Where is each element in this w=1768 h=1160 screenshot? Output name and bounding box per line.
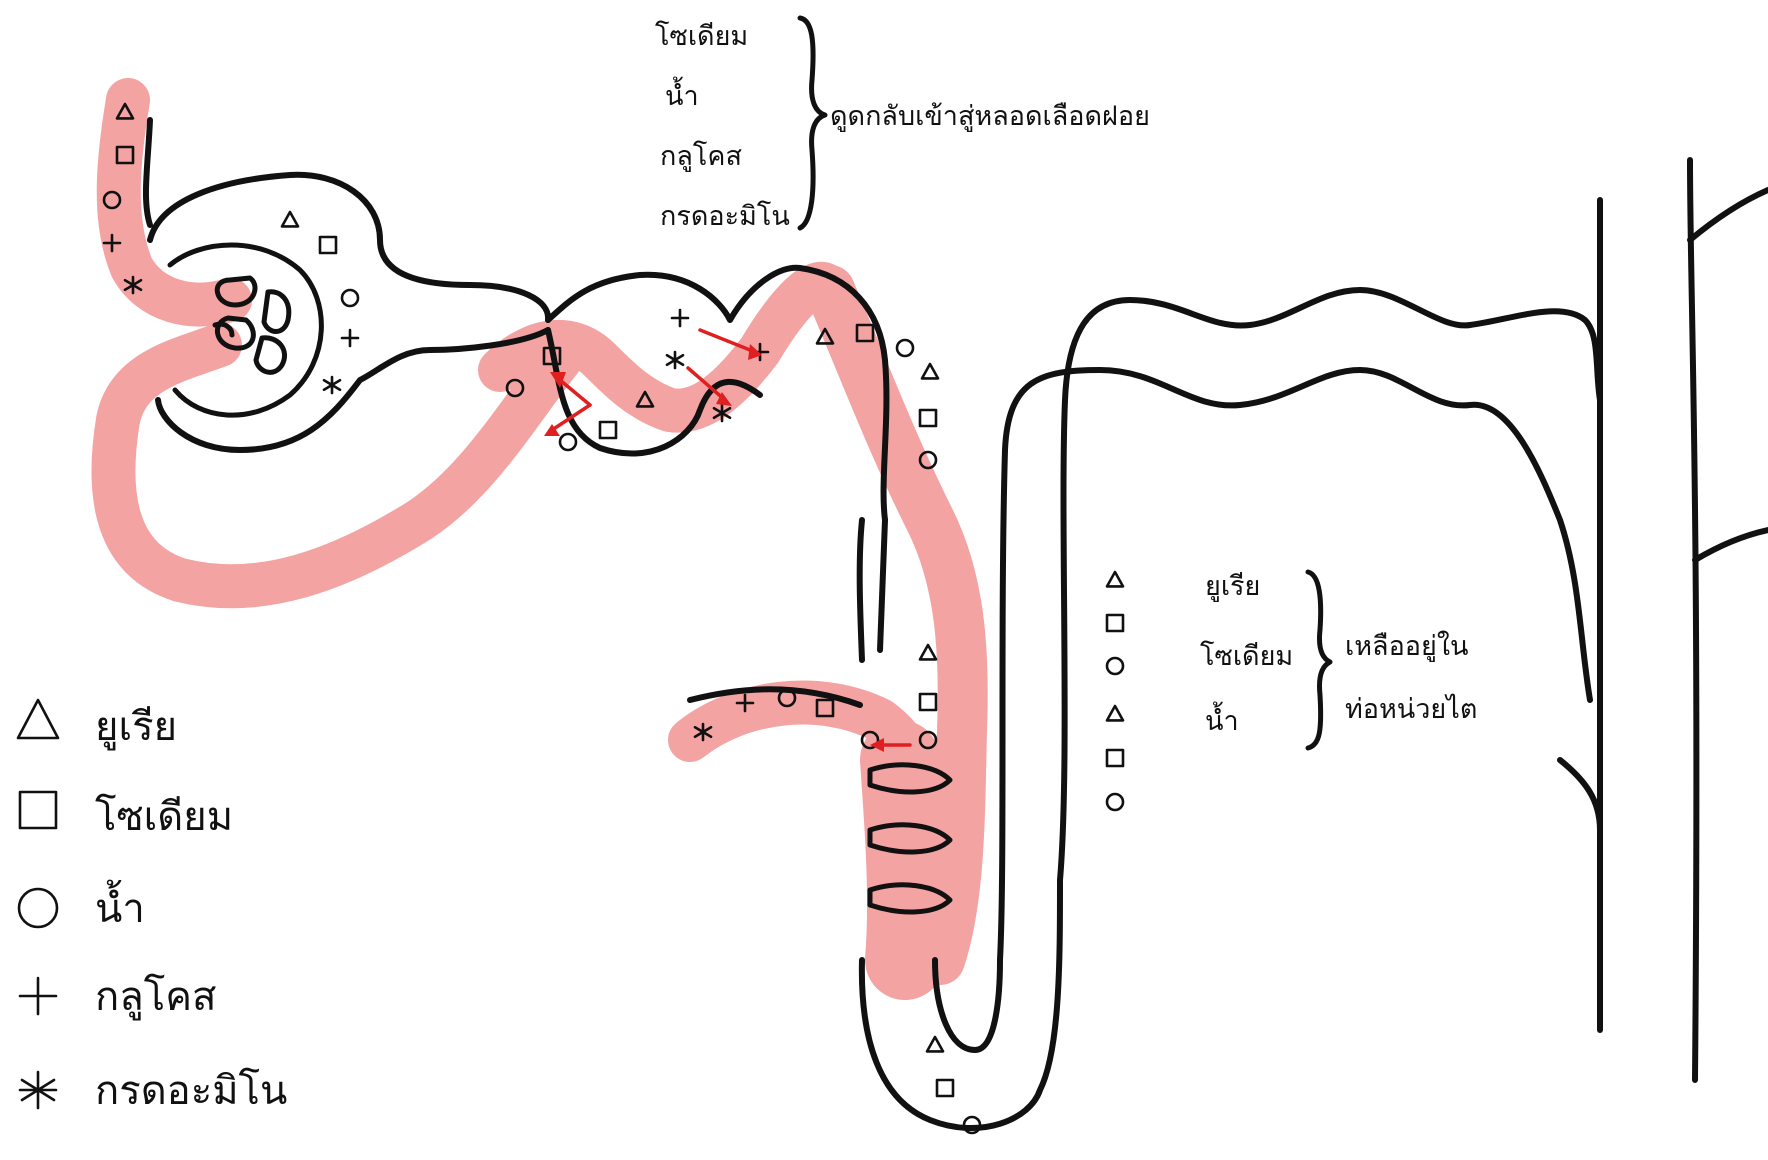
triangle-icon [920, 645, 936, 659]
legend-item-sodium: โซเดียม [20, 792, 233, 840]
asterisk-icon [667, 352, 683, 368]
remaining-item-water: น้ำ [1205, 701, 1239, 737]
collecting-duct-right [1690, 160, 1696, 1080]
square-icon [320, 237, 336, 253]
triangle-icon [282, 212, 298, 226]
plus-icon [672, 310, 688, 326]
circle-icon [560, 434, 576, 450]
triangle-icon [1107, 706, 1123, 720]
bowman-capsule-inner [170, 245, 321, 415]
asterisk-icon [324, 377, 340, 393]
legend-item-water: น้ำ [19, 879, 145, 932]
legend-label-glucose: กลูโคส [95, 974, 216, 1020]
legend-label-sodium: โซเดียม [95, 794, 233, 840]
loop-descending-inner [860, 520, 862, 660]
reabsorbed-item-glucose: กลูโคส [660, 141, 742, 172]
remaining-label-line2: ท่อหน่วยไต [1345, 694, 1477, 725]
loop-descending-outer [880, 520, 885, 650]
afferent-arteriole [119, 100, 230, 305]
arrow-water-out-2 [552, 405, 590, 430]
legend-label-water: น้ำ [95, 879, 145, 932]
reabsorbed-label: ดูดกลับเข้าสู่หลอดเลือดฝอย [830, 101, 1150, 132]
triangle-icon [922, 364, 938, 378]
square-icon [937, 1080, 953, 1096]
circle-icon [19, 889, 57, 927]
collecting-duct-branch-low [1560, 760, 1600, 830]
circle-icon [1107, 794, 1123, 810]
collecting-duct-branch-mid [1695, 530, 1768, 560]
reabsorbed-item-amino-acid: กรดอะมิโน [660, 201, 790, 232]
legend-label-urea: ยูเรีย [95, 704, 177, 750]
legend: ยูเรีย โซเดียม น้ำ กลูโคส กรดอะมิโน [18, 700, 287, 1114]
remaining-item-sodium: โซเดียม [1200, 641, 1293, 672]
annotation-reabsorbed: โซเดียม น้ำ กลูโคส กรดอะมิโน ดูดกลับเข้า… [655, 21, 1150, 232]
triangle-icon [927, 1037, 943, 1051]
bracket-remaining [1308, 572, 1330, 748]
legend-item-amino-acid: กรดอะมิโน [20, 1068, 287, 1114]
circle-icon [342, 290, 358, 306]
legend-label-amino-acid: กรดอะมิโน [95, 1068, 287, 1114]
square-icon [920, 410, 936, 426]
afferent-arteriole-edge [146, 120, 150, 225]
legend-item-glucose: กลูโคส [20, 974, 216, 1020]
ascending-limb-inner [1000, 370, 1590, 960]
circle-icon [897, 340, 913, 356]
plus-icon [342, 330, 358, 346]
circle-icon [1107, 658, 1123, 674]
reabsorbed-item-sodium: โซเดียม [655, 21, 748, 52]
square-icon [600, 422, 616, 438]
square-icon [920, 694, 936, 710]
remaining-label-line1: เหลืออยู่ใน [1345, 630, 1468, 662]
asterisk-icon [20, 1072, 56, 1108]
square-icon [20, 792, 56, 828]
reabsorbed-item-water: น้ำ [665, 76, 699, 112]
triangle-icon [18, 700, 58, 738]
annotation-remaining: ยูเรีย โซเดียม น้ำ เหลืออยู่ใน ท่อหน่วยไ… [1200, 571, 1477, 737]
square-icon [1107, 615, 1123, 631]
square-icon [1107, 750, 1123, 766]
bracket-reabsorbed [800, 18, 825, 228]
plus-icon [20, 978, 56, 1014]
capillary-network [113, 100, 962, 960]
collecting-duct-branch-top [1690, 190, 1768, 240]
legend-item-urea: ยูเรีย [18, 700, 177, 750]
remaining-item-urea: ยูเรีย [1205, 571, 1260, 602]
triangle-icon [1107, 572, 1123, 586]
